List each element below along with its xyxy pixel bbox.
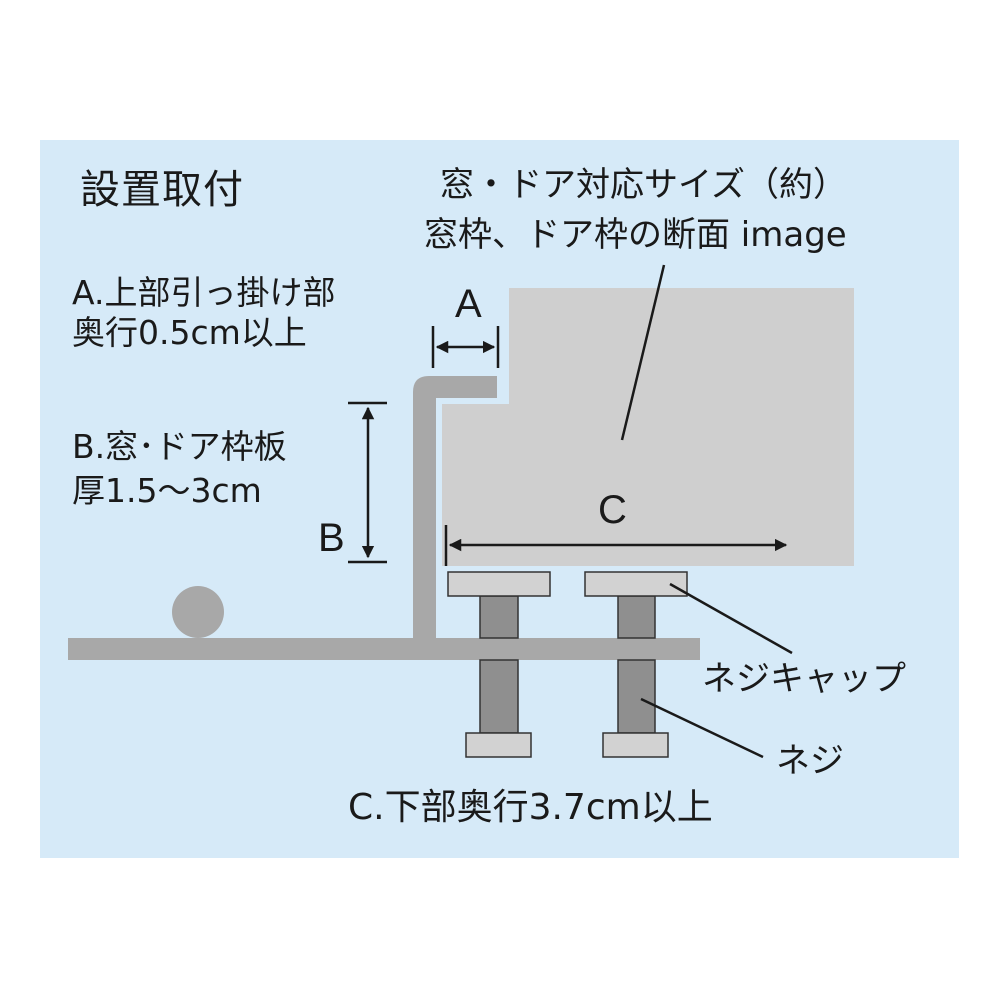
screw-right — [584, 571, 688, 758]
requirement-b-line2: 厚1.5～3cm — [72, 471, 262, 510]
hook-bracket — [413, 376, 497, 660]
spec-subtitle: 窓枠、ドア枠の断面 image — [424, 215, 847, 255]
requirement-a-line2: 奥行0.5cm以上 — [72, 313, 307, 352]
screw-cap-label: ネジキャップ — [702, 659, 906, 699]
leader-screw — [640, 697, 764, 759]
dimension-letter-b: B — [318, 516, 345, 560]
requirement-c: C.下部奥行3.7cm以上 — [348, 787, 713, 828]
screw-label: ネジ — [776, 741, 844, 781]
dimension-c-arrow — [444, 525, 788, 566]
dimension-letter-a: A — [455, 282, 482, 326]
dimension-a-arrow — [431, 326, 500, 368]
leader-frame — [620, 264, 666, 441]
dimension-b-arrow — [348, 401, 387, 564]
requirement-a-line1: A.上部引っ掛け部 — [72, 273, 336, 312]
spec-title: 窓・ドア対応サイズ（約） — [440, 165, 847, 205]
page-title: 設置取付 — [80, 167, 244, 213]
screw-left — [447, 571, 551, 758]
base-rail — [68, 638, 700, 660]
leader-screw-cap — [669, 582, 793, 655]
dimension-letter-c: C — [598, 488, 627, 532]
rail-ball — [172, 586, 224, 638]
frame-cross-section — [442, 288, 854, 566]
requirement-b-line1: B.窓･ドア枠板 — [72, 427, 287, 466]
